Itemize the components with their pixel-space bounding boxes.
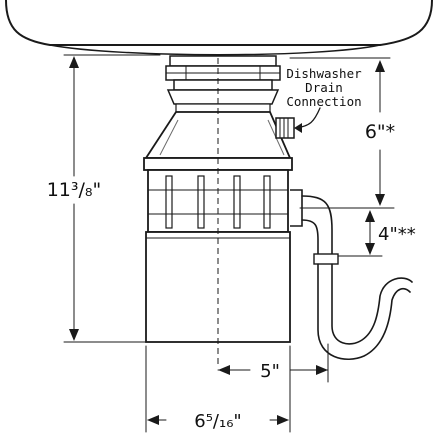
p-trap [317, 263, 411, 360]
dishwasher-inlet-nozzle [275, 117, 295, 139]
inlet-outlet-label: 6"* [365, 121, 395, 143]
sink-bowl [5, 0, 433, 46]
outlet-offset-dimension [217, 343, 329, 383]
callout-label-line2: Drain [305, 80, 343, 95]
discharge-elbow [290, 189, 339, 265]
outlet-height-label: 4"** [378, 224, 416, 245]
body-width-dimension [145, 345, 291, 433]
callout-label-line3: Connection [286, 94, 361, 109]
inlet-outlet-dimension [289, 57, 395, 209]
body-width-label: 6⁵/₁₆" [194, 411, 241, 432]
housing-shading [159, 119, 179, 156]
overall-height-dimension [63, 54, 161, 343]
sink-flange-underside [49, 44, 381, 56]
overall-height-label: 11³/₈" [47, 179, 102, 201]
callout-label-line1: Dishwasher [286, 66, 362, 81]
mounting-assembly [165, 55, 281, 113]
outlet-offset-label: 5" [260, 361, 280, 382]
outlet-height-dimension [337, 210, 383, 257]
